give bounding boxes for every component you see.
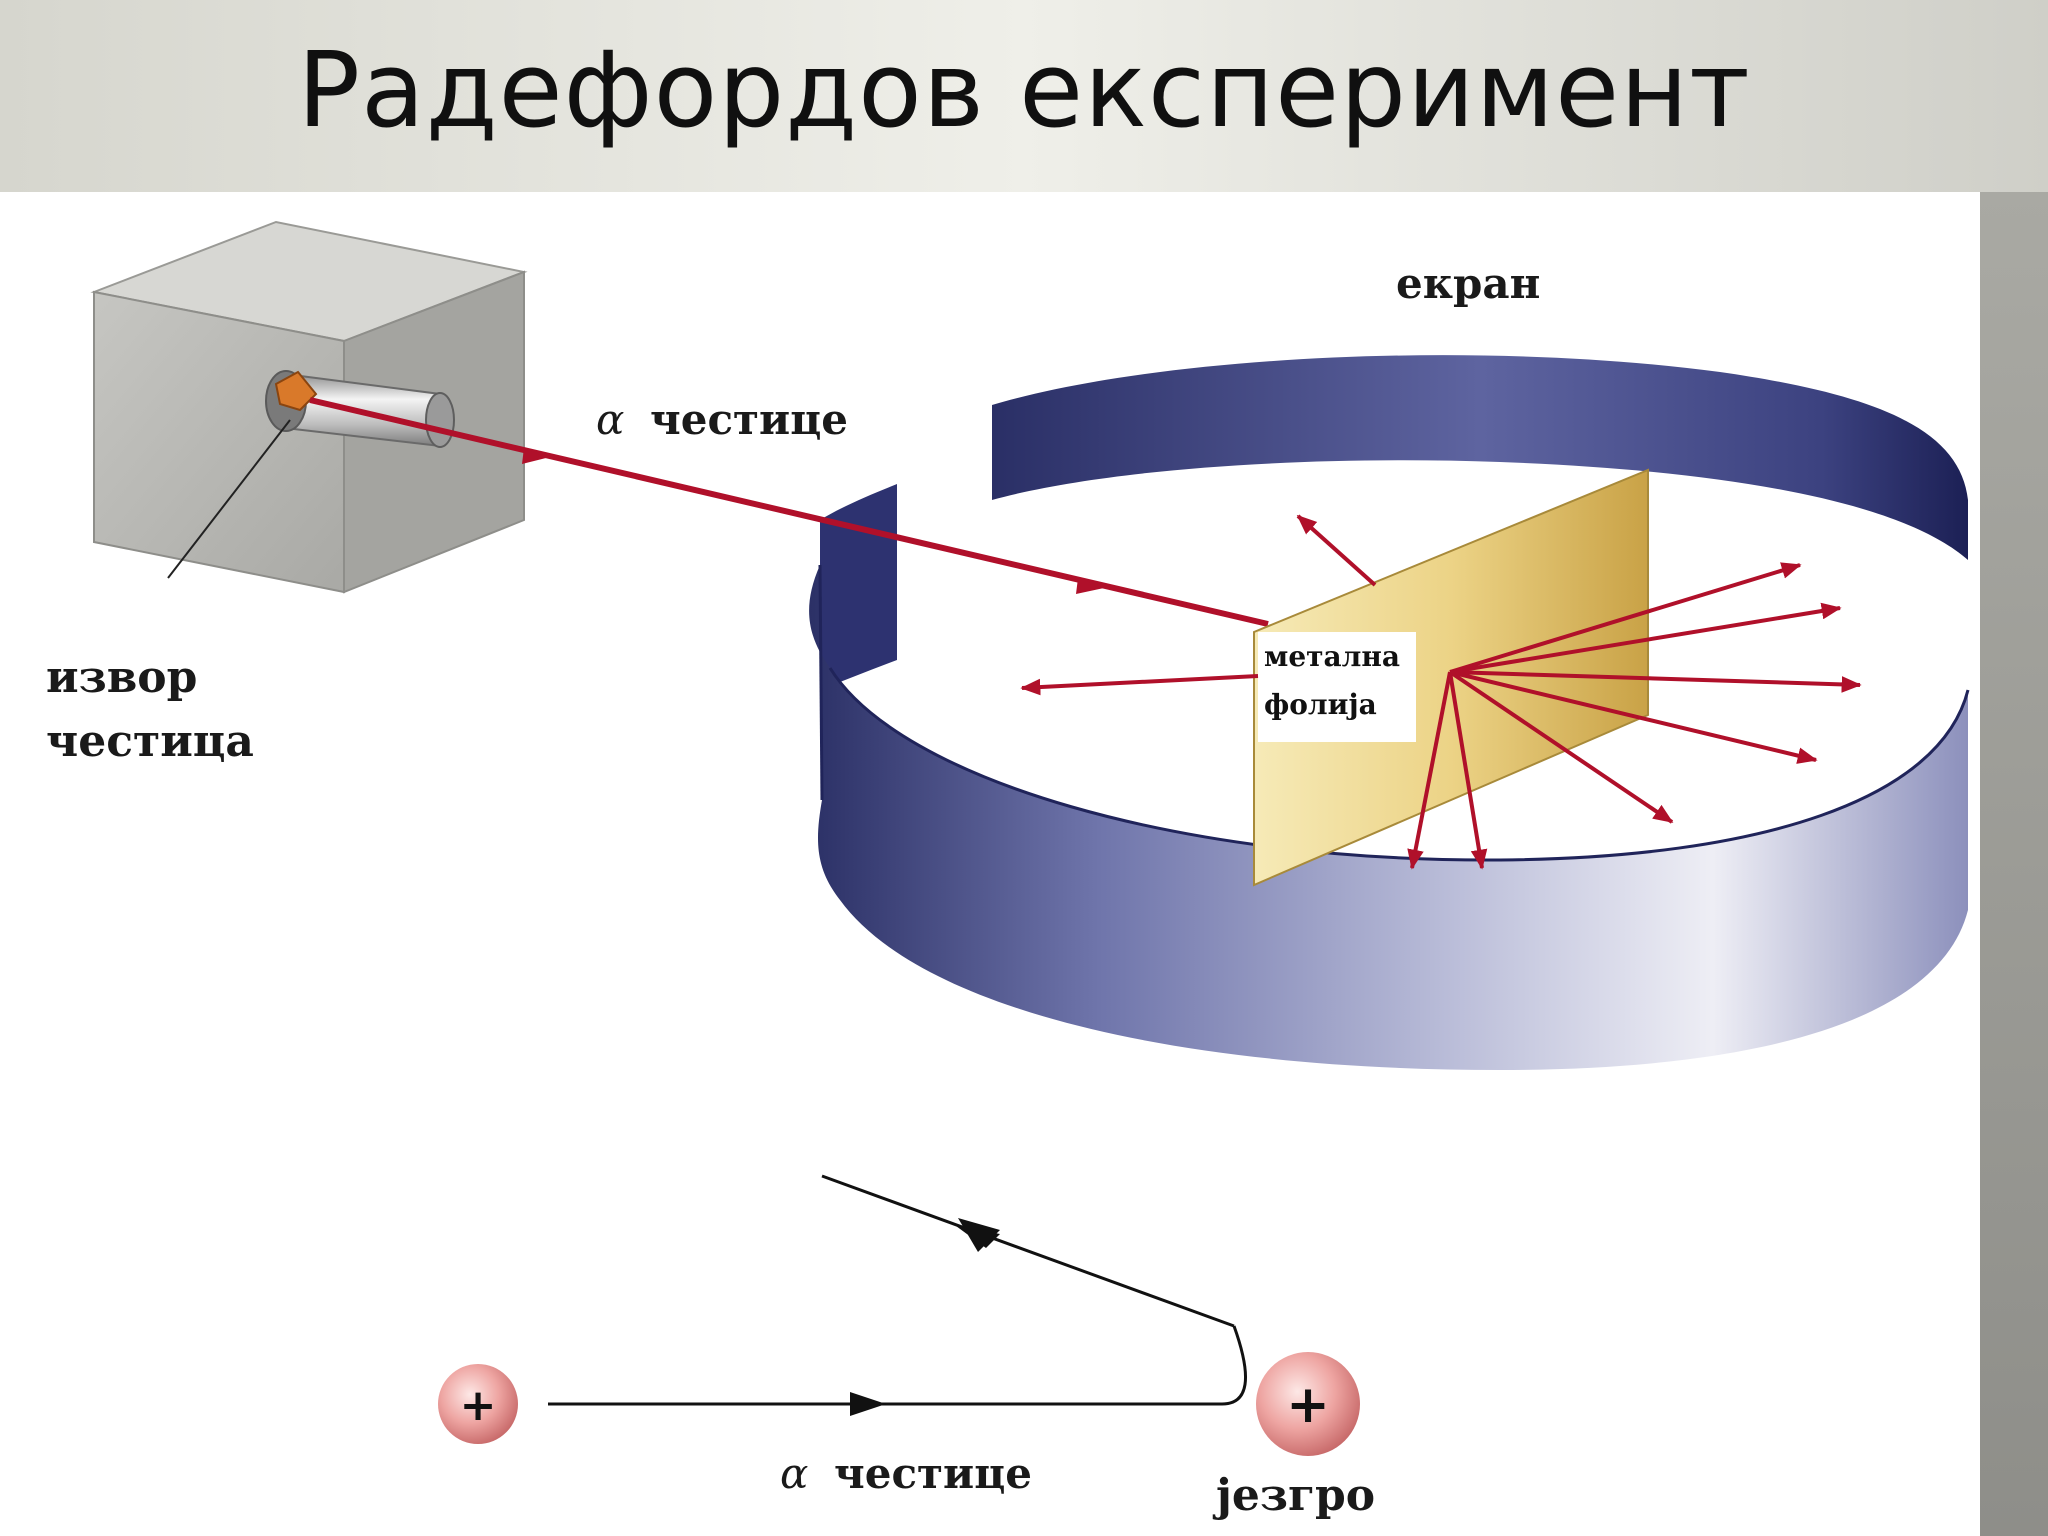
beam-label: честице: [650, 395, 848, 444]
screen-label: екран: [1396, 259, 1540, 308]
foil-label-box: [1258, 632, 1416, 742]
scattered-rays: [1020, 514, 1862, 870]
alpha-particle: +: [438, 1364, 518, 1444]
particle-source-box: [90, 220, 528, 594]
source-tube: [265, 370, 455, 448]
bottom-alpha-symbol: α: [780, 1449, 808, 1498]
bottom-beam-label: честице: [834, 1449, 1032, 1498]
source-label-line2: честица: [46, 716, 254, 767]
slide-title: Радефордов експеримент: [297, 29, 1751, 151]
foil-label-line2: фолија: [1264, 688, 1377, 721]
nucleus-charge: +: [1286, 1375, 1330, 1435]
right-margin: [1980, 192, 2048, 1536]
nucleus: +: [1256, 1352, 1360, 1456]
source-label-line1: извор: [46, 652, 197, 703]
alpha-particle-charge: +: [460, 1380, 497, 1431]
beam-alpha-symbol: α: [596, 395, 624, 444]
title-band: [0, 0, 2048, 192]
deflection-diagram: + + α честице језгро: [438, 1174, 1375, 1521]
nucleus-label: језгро: [1212, 1470, 1375, 1521]
alpha-beam: [309, 397, 1269, 627]
foil-label-line1: метална: [1264, 640, 1400, 673]
